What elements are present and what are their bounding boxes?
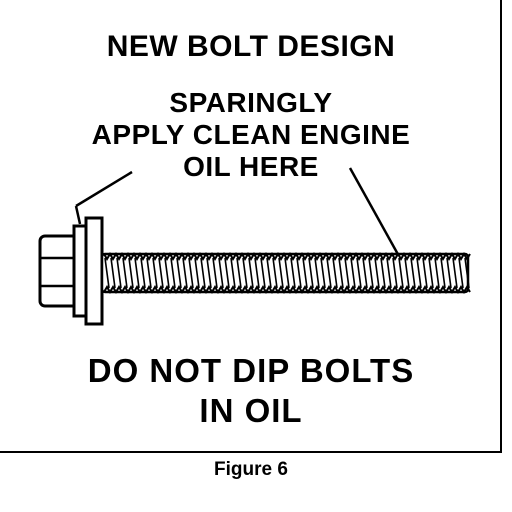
thread-line bbox=[104, 257, 110, 289]
thread-line bbox=[218, 257, 224, 289]
thread-line bbox=[344, 257, 350, 289]
thread-line bbox=[452, 257, 458, 289]
thread-line bbox=[224, 257, 230, 289]
warning-line-2: IN OIL bbox=[199, 392, 303, 429]
thread-line bbox=[332, 257, 338, 289]
instruction-line-1: SPARINGLY bbox=[169, 87, 333, 118]
thread-line bbox=[200, 257, 206, 289]
thread-line bbox=[128, 257, 134, 289]
thread-line bbox=[122, 257, 128, 289]
thread-line bbox=[206, 257, 212, 289]
leader-line-threads bbox=[348, 167, 402, 259]
instruction-line-3: OIL HERE bbox=[183, 151, 319, 182]
thread-line bbox=[302, 257, 308, 289]
thread-line bbox=[356, 257, 362, 289]
thread-line bbox=[410, 257, 416, 289]
thread-line bbox=[182, 257, 188, 289]
thread-line bbox=[284, 257, 290, 289]
figure-caption: Figure 6 bbox=[214, 459, 288, 480]
thread-line bbox=[146, 257, 152, 289]
warning-line-1: DO NOT DIP BOLTS bbox=[87, 352, 415, 389]
thread-line bbox=[350, 257, 356, 289]
thread-line bbox=[116, 257, 122, 289]
leader-line-washer-tail bbox=[74, 205, 82, 225]
thread-line bbox=[164, 257, 170, 289]
thread-edge bbox=[103, 285, 471, 294]
thread-line bbox=[362, 257, 368, 289]
thread-line bbox=[458, 257, 464, 289]
thread-line bbox=[290, 257, 296, 289]
thread-line bbox=[266, 257, 272, 289]
thread-line bbox=[380, 257, 386, 289]
thread-line bbox=[314, 257, 320, 289]
thread-line bbox=[404, 257, 410, 289]
thread-line bbox=[308, 257, 314, 289]
thread-line bbox=[230, 257, 236, 289]
thread-line bbox=[248, 257, 254, 289]
thread-line bbox=[170, 257, 176, 289]
thread-line bbox=[140, 257, 146, 289]
thread-line bbox=[398, 257, 404, 289]
thread-line bbox=[272, 257, 278, 289]
thread-line bbox=[374, 257, 380, 289]
thread-line bbox=[260, 257, 266, 289]
thread-line bbox=[440, 257, 446, 289]
thread-line bbox=[242, 257, 248, 289]
bolt-threads bbox=[103, 252, 471, 294]
thread-line bbox=[320, 257, 326, 289]
thread-line bbox=[212, 257, 218, 289]
thread-line bbox=[194, 257, 200, 289]
thread-line bbox=[392, 257, 398, 289]
thread-line bbox=[278, 257, 284, 289]
thread-line bbox=[110, 257, 116, 289]
figure-frame bbox=[0, 0, 502, 453]
thread-line bbox=[326, 257, 332, 289]
thread-line bbox=[434, 257, 440, 289]
thread-edge bbox=[103, 252, 471, 261]
diagram-title: NEW BOLT DESIGN bbox=[106, 30, 396, 63]
thread-line bbox=[386, 257, 392, 289]
thread-line bbox=[416, 257, 422, 289]
thread-line bbox=[422, 257, 428, 289]
leader-line-washer bbox=[75, 170, 133, 208]
bolt-head bbox=[38, 224, 88, 318]
instruction-line-2: APPLY CLEAN ENGINE bbox=[91, 119, 411, 150]
thread-line bbox=[236, 257, 242, 289]
thread-line bbox=[338, 257, 344, 289]
thread-line bbox=[176, 257, 182, 289]
thread-line bbox=[254, 257, 260, 289]
thread-line bbox=[446, 257, 452, 289]
thread-line bbox=[296, 257, 302, 289]
thread-line bbox=[188, 257, 194, 289]
thread-line bbox=[158, 257, 164, 289]
thread-line bbox=[464, 257, 470, 289]
thread-line bbox=[368, 257, 374, 289]
thread-line bbox=[134, 257, 140, 289]
thread-line bbox=[152, 257, 158, 289]
thread-line bbox=[428, 257, 434, 289]
bolt-washer bbox=[84, 216, 104, 326]
